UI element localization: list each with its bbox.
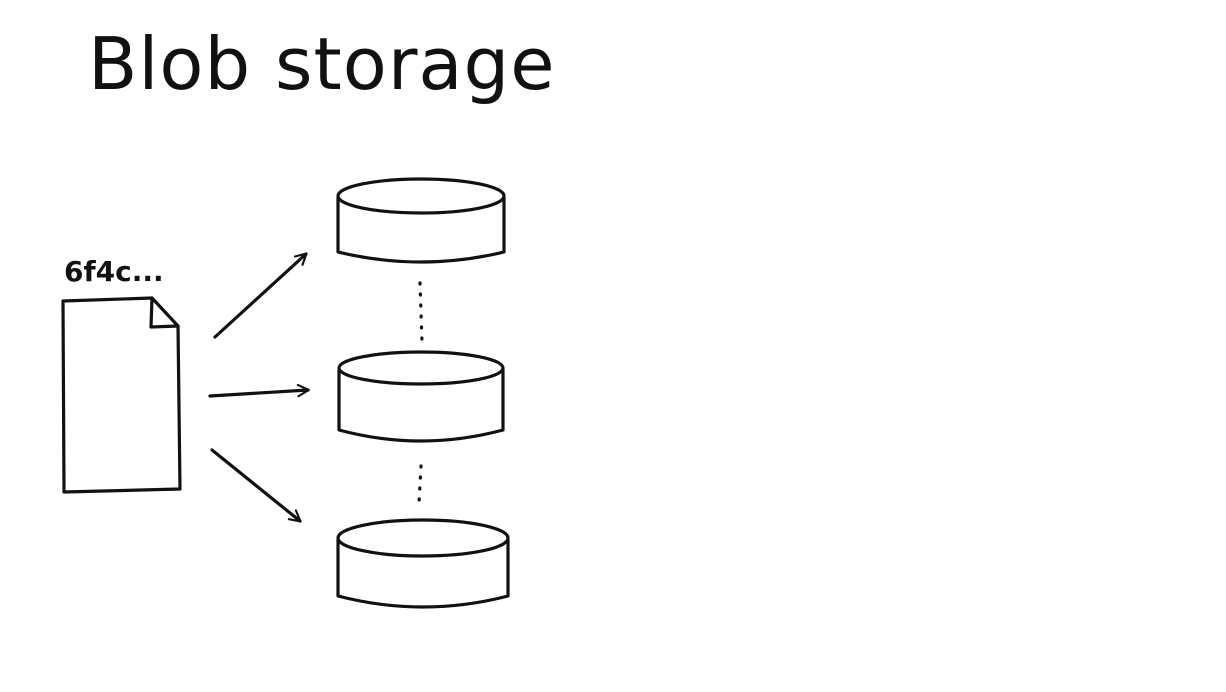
storage-node-1 xyxy=(336,177,506,264)
arrow-to-node-3 xyxy=(210,448,302,523)
blob-hash-label: 6f4c... xyxy=(64,255,164,288)
storage-node-2 xyxy=(337,350,505,443)
arrow-to-node-1 xyxy=(213,252,308,339)
arrow-to-node-2 xyxy=(208,383,310,398)
connector-dots-2 xyxy=(417,464,423,505)
connector-dots-1 xyxy=(418,281,424,344)
storage-node-3 xyxy=(336,518,510,609)
blob-file-icon xyxy=(61,296,182,494)
diagram-title: Blob storage xyxy=(88,22,556,106)
